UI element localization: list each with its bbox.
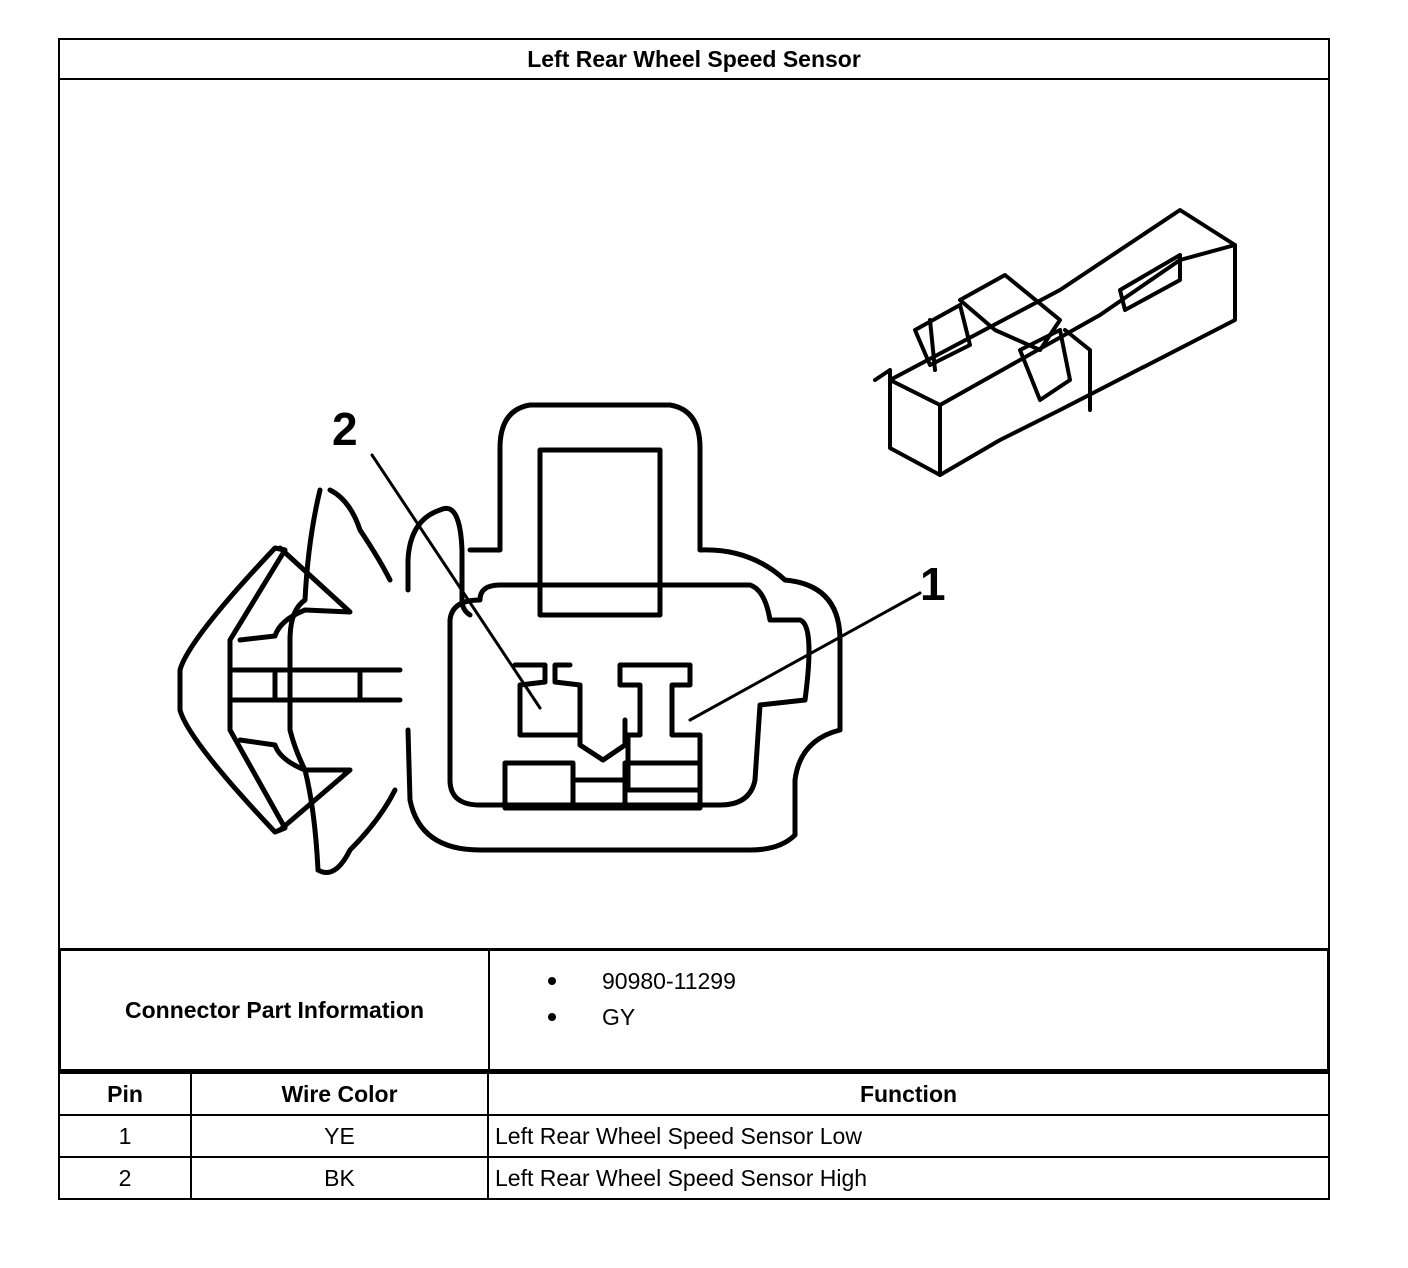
terminal-2 [512, 662, 583, 738]
callout-1-leader [688, 591, 922, 722]
connector-body-outline [405, 505, 473, 618]
pin-header: Pin [58, 1072, 192, 1116]
connector-color: GY [602, 1003, 636, 1030]
wire-color-header: Wire Color [190, 1072, 489, 1116]
table-row: 2 BK Left Rear Wheel Speed Sensor High [58, 1156, 1330, 1200]
bullet-icon [548, 977, 556, 985]
pin-cell: 2 [58, 1156, 192, 1200]
connector-perspective-icon [873, 208, 1237, 477]
part-info-label: Connector Part Information [61, 951, 490, 1069]
pin-table: Pin Wire Color Function 1 YE Left Rear W… [58, 1072, 1330, 1200]
function-header: Function [487, 1072, 1330, 1116]
part-info-values: 90980-11299 GY [490, 951, 1327, 1069]
pin-cell: 1 [58, 1114, 192, 1158]
wire-color-cell: YE [190, 1114, 489, 1158]
connector-color-item: GY [490, 999, 1327, 1035]
part-number-item: 90980-11299 [490, 963, 1327, 999]
callout-1-label: 1 [920, 558, 946, 610]
table-row: 1 YE Left Rear Wheel Speed Sensor Low [58, 1114, 1330, 1158]
bullet-icon [548, 1013, 556, 1021]
connector-sheet: Left Rear Wheel Speed Sensor [58, 38, 1330, 1200]
pin-table-header: Pin Wire Color Function [58, 1072, 1330, 1116]
function-cell: Left Rear Wheel Speed Sensor High [487, 1156, 1330, 1200]
connector-part-info: Connector Part Information 90980-11299 G… [58, 948, 1330, 1072]
connector-figure: 2 1 [58, 80, 1330, 948]
callout-2-label: 2 [332, 403, 358, 455]
terminal-1 [617, 662, 703, 793]
function-cell: Left Rear Wheel Speed Sensor Low [487, 1114, 1330, 1158]
callout-2-leader [370, 453, 542, 710]
part-number: 90980-11299 [602, 967, 736, 994]
connector-title: Left Rear Wheel Speed Sensor [58, 38, 1330, 80]
connector-drawing: 2 1 [177, 208, 1237, 875]
wire-color-cell: BK [190, 1156, 489, 1200]
